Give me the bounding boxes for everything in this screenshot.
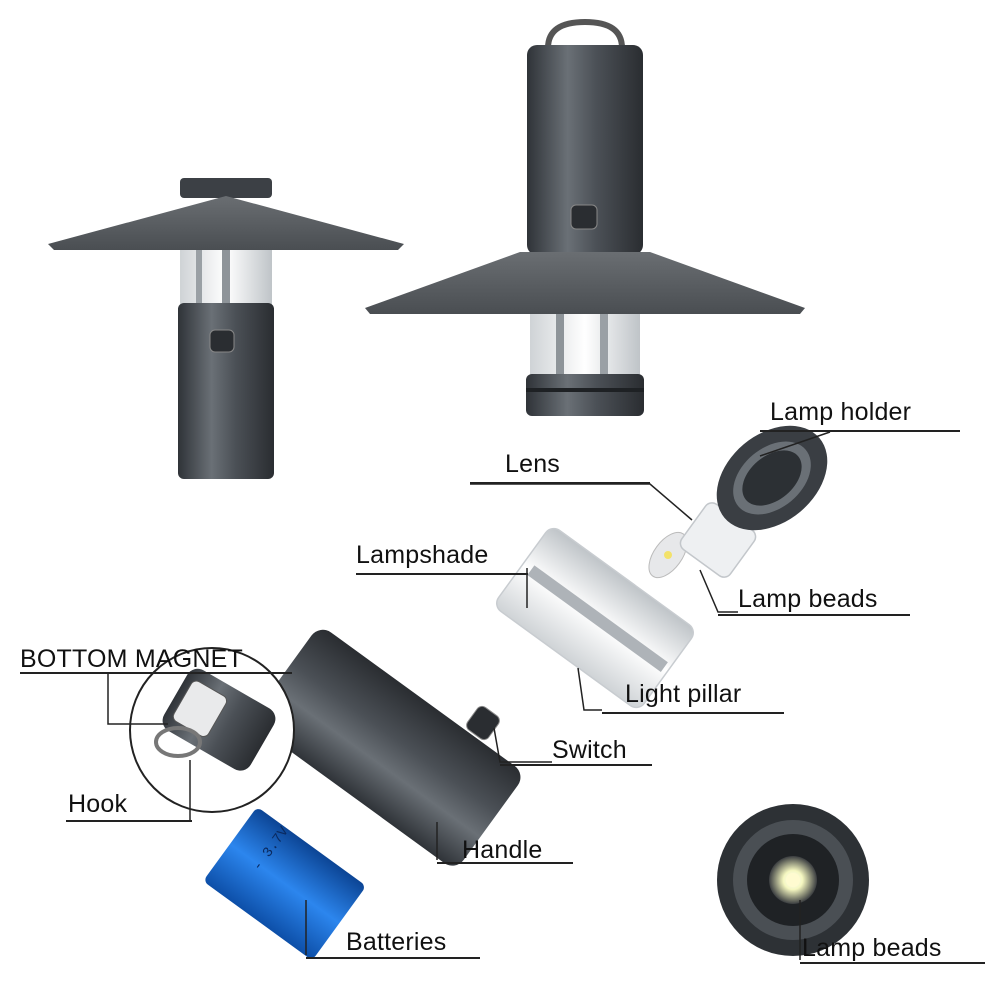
underline-batteries bbox=[306, 957, 480, 959]
underline-lens bbox=[470, 482, 650, 484]
underline-hook bbox=[66, 820, 192, 822]
light-pillar bbox=[527, 565, 668, 673]
hanging-hook bbox=[545, 18, 625, 49]
lamp-assembled-left bbox=[48, 178, 404, 479]
underline-bottom-magnet bbox=[20, 672, 292, 674]
label-batteries: Batteries bbox=[346, 928, 447, 956]
lamp-beads-detail bbox=[717, 804, 869, 956]
hook-ring bbox=[154, 726, 202, 758]
label-lamp-beads-top: Lamp beads bbox=[738, 585, 878, 613]
top-cap bbox=[180, 178, 272, 198]
battery bbox=[205, 809, 364, 959]
label-handle: Handle bbox=[462, 836, 543, 864]
underline-lamp-holder bbox=[760, 430, 960, 432]
lamp-base-right bbox=[526, 374, 644, 416]
label-lens: Lens bbox=[505, 450, 561, 478]
switch-button-right bbox=[570, 204, 598, 230]
underline-lamp-beads-bottom bbox=[800, 962, 985, 964]
label-lamp-holder: Lamp holder bbox=[770, 398, 912, 426]
label-lamp-beads-bottom: Lamp beads bbox=[802, 934, 942, 962]
switch-button-left bbox=[209, 329, 235, 353]
underline-lampshade bbox=[356, 573, 528, 575]
lamp-shade-left bbox=[48, 196, 404, 250]
underline-light-pillar bbox=[602, 712, 784, 714]
switch-button-exploded bbox=[466, 705, 500, 741]
glass-section-right bbox=[530, 314, 640, 376]
handle-left bbox=[178, 303, 274, 479]
label-light-pillar: Light pillar bbox=[625, 680, 742, 708]
label-bottom-magnet: BOTTOM MAGNET bbox=[20, 645, 243, 673]
label-switch: Switch bbox=[552, 736, 627, 764]
label-lampshade: Lampshade bbox=[356, 541, 489, 569]
handle-exploded bbox=[254, 629, 521, 866]
magnet-detail bbox=[129, 647, 295, 813]
exploded-assembly bbox=[205, 425, 828, 959]
lamp-shade-right bbox=[365, 252, 805, 314]
underline-lamp-beads-top bbox=[718, 614, 910, 616]
underline-handle bbox=[437, 862, 573, 864]
leader-lines bbox=[107, 431, 831, 960]
handle-right bbox=[527, 45, 643, 255]
underline-switch bbox=[500, 764, 652, 766]
label-hook: Hook bbox=[68, 790, 128, 818]
lamp-assembled-right bbox=[365, 18, 805, 416]
